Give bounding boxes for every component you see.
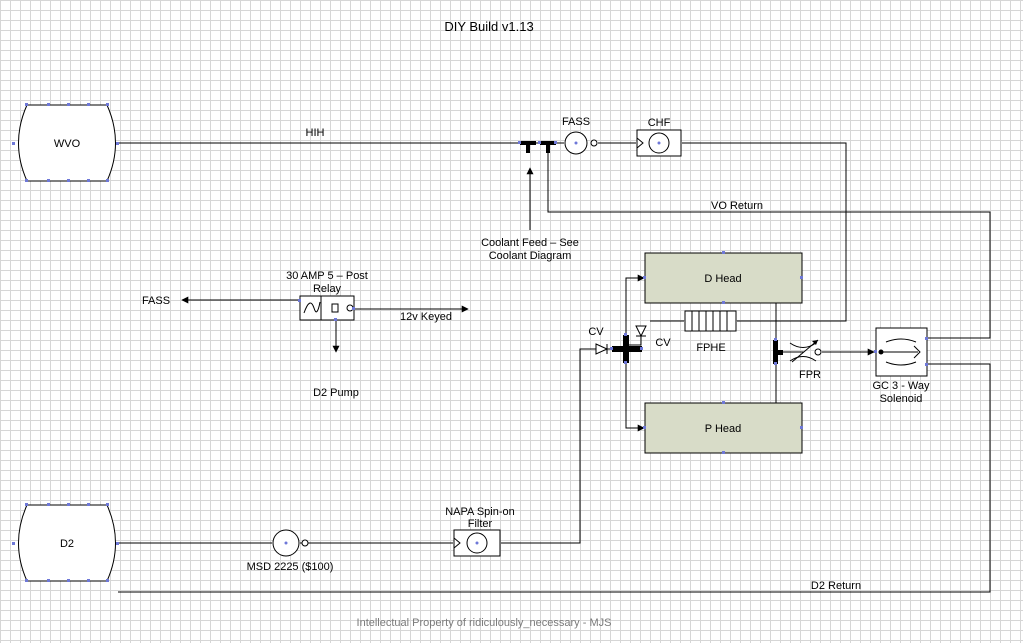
relay-d2-pump-label: D2 Pump (313, 387, 359, 399)
footer-copyright: Intellectual Property of ridiculously_ne… (357, 617, 612, 629)
relay-fass-label: FASS (142, 295, 170, 307)
filter-to-cv-line (501, 348, 596, 544)
d2-tank: D2 (12, 503, 119, 582)
diagram-title: DIY Build v1.13 (444, 19, 533, 34)
msd-label: MSD 2225 ($100) (247, 561, 334, 573)
relay-label-line1: 30 AMP 5 – Post (286, 270, 368, 282)
fass-pump-label: FASS (562, 116, 590, 128)
d2-tank-label: D2 (60, 538, 74, 550)
d2-return-line (118, 363, 991, 593)
gc-solenoid-label-line2: Solenoid (880, 393, 923, 405)
msd-2225-pump: MSD 2225 ($100) (247, 529, 334, 573)
fphe-heat-exchanger: FPHE (684, 310, 737, 354)
gc-solenoid-label-line1: GC 3 - Way (872, 380, 930, 392)
fpr-label: FPR (799, 369, 821, 381)
vo-return-label: VO Return (711, 200, 763, 212)
coolant-tees (518, 141, 557, 153)
fuel-lines (118, 142, 991, 593)
gc-3-way-solenoid: GC 3 - Way Solenoid (872, 327, 930, 405)
check-valve-right: CV (635, 325, 671, 349)
relay-label-line2: Relay (313, 283, 342, 295)
napa-spin-on-filter: NAPA Spin-on Filter (445, 506, 515, 557)
wvo-tank: WVO (12, 103, 119, 182)
chf-label: CHF (648, 117, 671, 129)
p-head: P Head (643, 401, 803, 454)
napa-filter-label-line2: Filter (468, 518, 493, 530)
d-head: D Head (643, 251, 803, 304)
fphe-label: FPHE (696, 342, 725, 354)
cross-to-phead-line (625, 358, 645, 432)
chf-to-fphe-line (682, 142, 847, 322)
d-head-label: D Head (704, 273, 741, 285)
fass-pump: FASS (562, 116, 598, 155)
wvo-tank-label: WVO (54, 138, 81, 150)
d2-return-label: D2 Return (811, 580, 861, 592)
relay-12v-label: 12v Keyed (400, 311, 452, 323)
check-valve-left: CV (588, 326, 609, 355)
cv-to-cross-line (628, 336, 642, 346)
relay: 30 AMP 5 – Post Relay (286, 270, 368, 321)
hih-label: HIH (306, 127, 325, 139)
napa-filter-label-line1: NAPA Spin-on (445, 506, 515, 518)
coolant-feed-label-line2: Coolant Diagram (489, 250, 572, 262)
fpr-tee (773, 338, 783, 365)
cross-fitting (610, 333, 643, 364)
check-valve-right-label: CV (655, 337, 671, 349)
coolant-feed-label-line1: Coolant Feed – See (481, 237, 579, 249)
cross-to-dhead-line (625, 274, 645, 340)
fpr-regulator: FPR (789, 339, 822, 381)
check-valve-left-label: CV (588, 326, 604, 338)
p-head-label: P Head (705, 423, 742, 435)
vo-return-line (547, 150, 991, 339)
chf-filter: CHF (636, 117, 682, 157)
